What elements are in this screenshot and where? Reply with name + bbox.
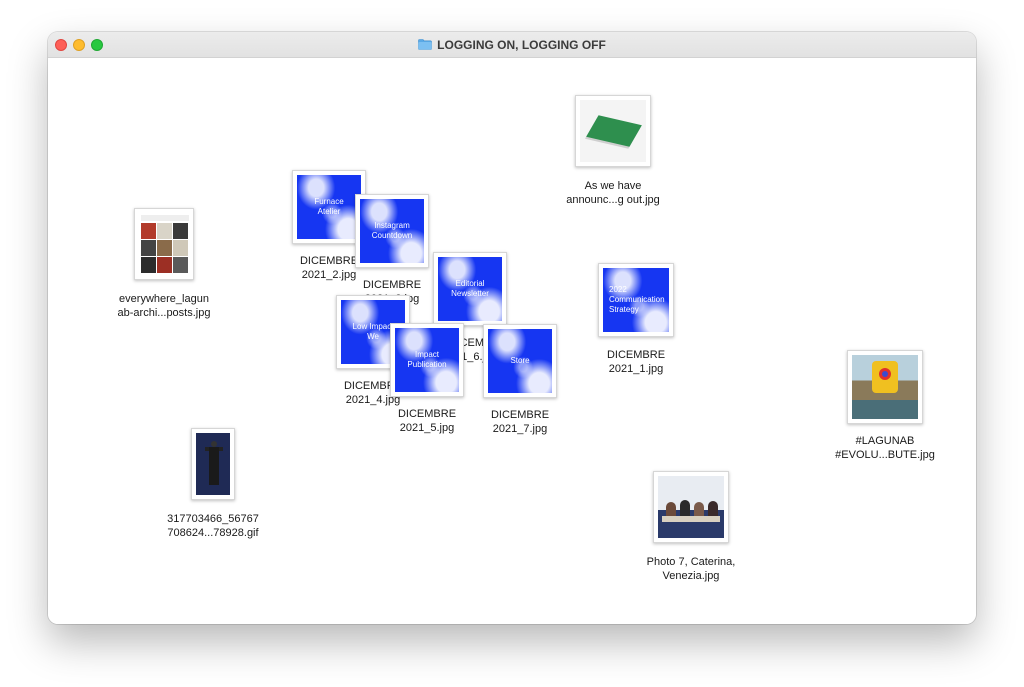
file-thumbnail[interactable]: Editorial Newsletter bbox=[433, 252, 507, 326]
thumbnail-caption: Impact Publication bbox=[407, 350, 447, 369]
file-name: Photo 7, Caterina,Venezia.jpg bbox=[646, 556, 736, 582]
figure-photo-image bbox=[196, 433, 230, 495]
tablet-photo-image bbox=[580, 100, 646, 162]
thumbnail-caption: Furnace Atelier bbox=[314, 197, 344, 216]
blue-cloud-image: Instagram Countdown bbox=[360, 199, 424, 263]
venice-painting-image bbox=[852, 355, 918, 419]
blue-cloud-image: 2022 Communication Strategy bbox=[603, 268, 669, 332]
close-button[interactable] bbox=[55, 39, 67, 51]
file-thumbnail[interactable] bbox=[653, 471, 729, 543]
blue-cloud-image: Impact Publication bbox=[395, 328, 459, 392]
file-thumbnail[interactable]: Store bbox=[483, 324, 557, 398]
blue-cloud-image: Furnace Atelier bbox=[297, 175, 361, 239]
window-title: LOGGING ON, LOGGING OFF bbox=[437, 37, 606, 52]
file-thumbnail[interactable] bbox=[191, 428, 235, 500]
title-bar[interactable]: LOGGING ON, LOGGING OFF bbox=[48, 32, 976, 58]
blue-cloud-image: Store bbox=[488, 329, 552, 393]
zoom-button[interactable] bbox=[91, 39, 103, 51]
file-thumbnail[interactable]: Instagram Countdown bbox=[355, 194, 429, 268]
instagram-grid-image bbox=[139, 213, 189, 275]
group-photo-image bbox=[658, 476, 724, 538]
file-thumbnail[interactable] bbox=[134, 208, 194, 280]
thumbnail-caption: Low Impact We bbox=[352, 322, 394, 341]
file-thumbnail[interactable]: Furnace Atelier bbox=[292, 170, 366, 244]
blue-cloud-image: Editorial Newsletter bbox=[438, 257, 502, 321]
folder-icon bbox=[418, 39, 432, 50]
thumbnail-caption: Instagram Countdown bbox=[371, 221, 413, 240]
thumbnail-caption: Editorial Newsletter bbox=[451, 279, 489, 298]
file-thumbnail[interactable]: Impact Publication bbox=[390, 323, 464, 397]
file-thumbnail[interactable]: 2022 Communication Strategy bbox=[598, 263, 674, 337]
window-title-group: LOGGING ON, LOGGING OFF bbox=[48, 32, 976, 57]
thumbnail-caption: Store bbox=[510, 356, 530, 365]
file-name: #LAGUNAB#EVOLU...BUTE.jpg bbox=[835, 435, 935, 461]
finder-window: LOGGING ON, LOGGING OFF bbox=[48, 32, 976, 624]
minimize-button[interactable] bbox=[73, 39, 85, 51]
file-thumbnail[interactable] bbox=[847, 350, 923, 424]
file-thumbnail[interactable] bbox=[575, 95, 651, 167]
thumbnail-caption: 2022 Communication Strategy bbox=[609, 285, 665, 314]
